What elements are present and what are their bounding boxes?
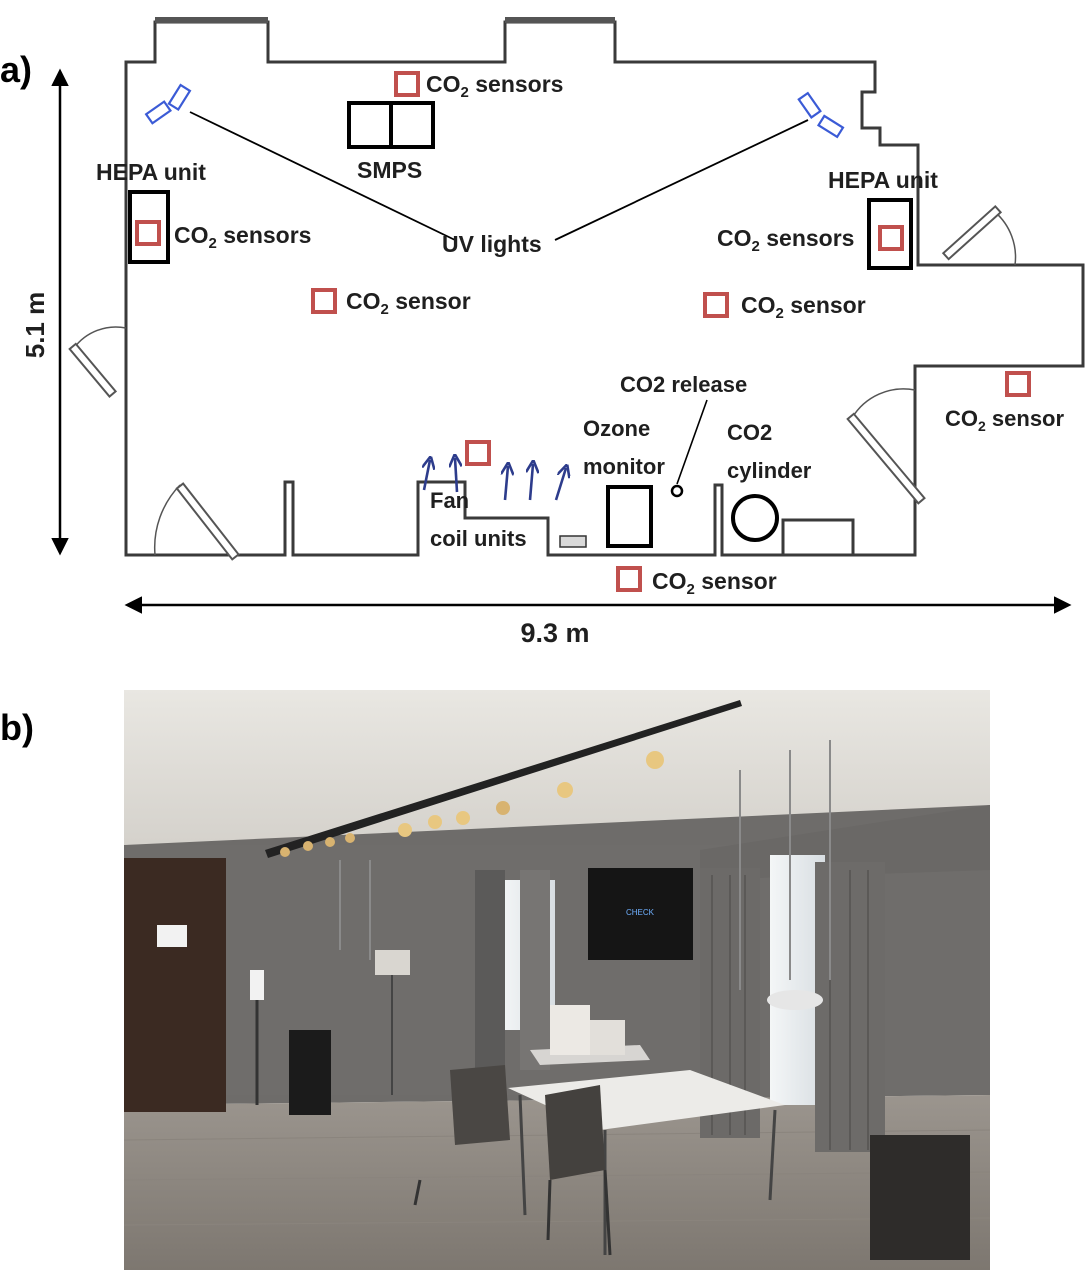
co2-sensor-top-icon bbox=[394, 71, 420, 97]
co2-sensor-far-right-icon bbox=[1005, 371, 1031, 397]
floor-plan-panel: a) 5.1 m 9.3 m bbox=[0, 17, 1085, 648]
height-dimension-label: 5.1 m bbox=[20, 292, 50, 359]
cylinder-label-line2: cylinder bbox=[727, 458, 812, 483]
photo-chair-left bbox=[450, 1065, 510, 1145]
co2-release-pointer bbox=[676, 399, 708, 485]
co2-sensors-bottom-label: CO2 sensor bbox=[652, 568, 777, 598]
co2-sensor-bottom-icon bbox=[616, 566, 642, 592]
co2-sensor-mid-left-icon bbox=[311, 288, 337, 314]
uv-lights-label: UV lights bbox=[442, 231, 542, 257]
door-right-lower bbox=[846, 388, 926, 505]
door-left bbox=[68, 326, 127, 398]
co2-sensor-mid-right-label: CO2 sensor bbox=[741, 292, 866, 322]
photo-door bbox=[124, 858, 226, 1112]
co2-sensor-fan-icon bbox=[465, 440, 491, 466]
co2-sensors-left-label: CO2 sensors bbox=[174, 222, 311, 252]
hepa-left-label: HEPA unit bbox=[96, 159, 206, 185]
cylinder-label-line1: CO2 bbox=[727, 420, 772, 445]
smps-icon bbox=[347, 101, 435, 149]
co2-sensor-mid-right-icon bbox=[703, 292, 729, 318]
photo-track-lights bbox=[280, 751, 664, 857]
photo-trash-bin bbox=[289, 1030, 331, 1115]
uv-pointer-left bbox=[189, 111, 456, 241]
hepa-unit-left-icon bbox=[128, 190, 170, 264]
smps-label: SMPS bbox=[357, 157, 422, 183]
photo-tv-text: CHECK bbox=[626, 908, 655, 917]
fan-coil-unit-icon bbox=[559, 535, 587, 548]
photo-tv bbox=[588, 868, 693, 960]
fan-label-line2: coil units bbox=[430, 526, 527, 551]
co2-sensor-left-icon bbox=[135, 220, 161, 246]
uv-pointer-right bbox=[554, 119, 809, 241]
fan-label-line1: Fan bbox=[430, 488, 469, 513]
ozone-label-line2: monitor bbox=[583, 454, 665, 479]
co2-sensor-far-right-label: CO2 sensor bbox=[945, 406, 1064, 434]
window-left-sill bbox=[155, 17, 268, 23]
room-photo-panel: b) bbox=[0, 690, 990, 1270]
panel-b-label: b) bbox=[0, 707, 34, 748]
hepa-right-label: HEPA unit bbox=[828, 167, 938, 193]
room-photo: CHECK bbox=[124, 690, 990, 1270]
fan-airflow-arrows bbox=[424, 458, 566, 501]
door-right-upper bbox=[941, 204, 1017, 266]
door-bottom-left bbox=[153, 482, 240, 561]
co2-sensor-right-icon bbox=[878, 225, 904, 251]
ozone-monitor-icon bbox=[606, 485, 653, 548]
co2-sensor-mid-left-label: CO2 sensor bbox=[346, 288, 471, 318]
width-dimension-label: 9.3 m bbox=[520, 618, 589, 648]
co2-sensors-right-label: CO2 sensors bbox=[717, 225, 854, 255]
co2-release-icon bbox=[670, 484, 684, 498]
co2-release-label: CO2 release bbox=[620, 372, 747, 397]
uv-light-right-icon bbox=[797, 91, 845, 139]
co2-cylinder-icon bbox=[731, 494, 779, 542]
hepa-unit-right-icon bbox=[867, 198, 913, 270]
window-right-sill bbox=[505, 17, 615, 23]
ozone-label-line1: Ozone bbox=[583, 416, 650, 441]
uv-light-left-icon bbox=[144, 83, 192, 125]
panel-a-label: a) bbox=[0, 49, 32, 90]
photo-chair-right bbox=[545, 1085, 605, 1180]
co2-sensors-top-label: CO2 sensors bbox=[426, 71, 563, 101]
photo-hepa-unit bbox=[870, 1135, 970, 1260]
